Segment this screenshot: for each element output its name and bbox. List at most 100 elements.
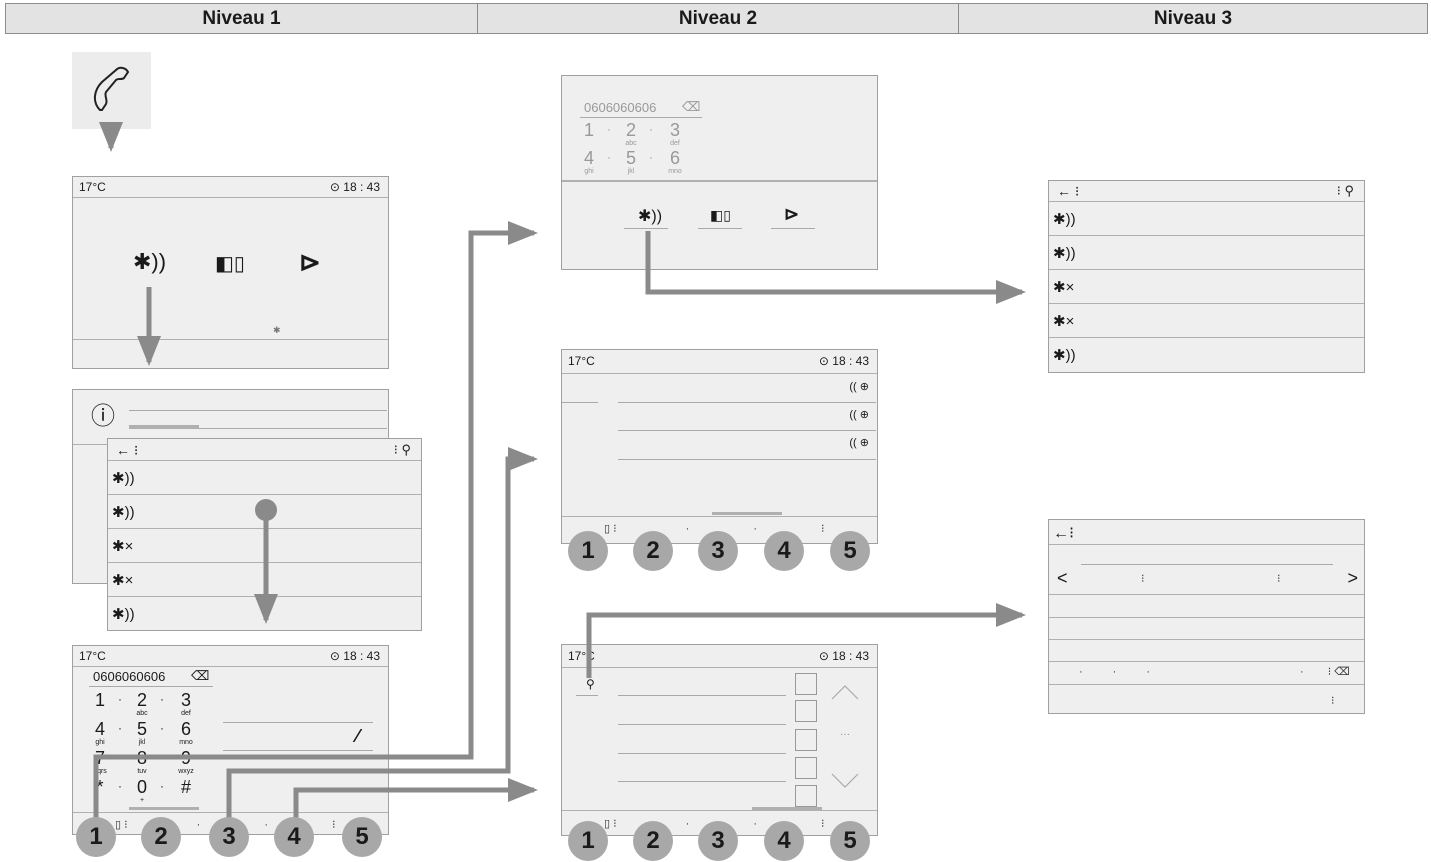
step-badge-5: 5	[830, 531, 870, 571]
key-separator: ·	[160, 750, 164, 764]
step-badge-5: 5	[342, 817, 382, 857]
phone-home-screen: 17°C ⊙ 18 : 43 ✱)) ◧▯ ⊳ ✱	[72, 176, 389, 369]
step-badge-1: 1	[568, 821, 608, 861]
call-icon[interactable]: ⁄	[356, 726, 360, 746]
list-checkbox[interactable]	[795, 700, 817, 722]
step-badge-1: 1	[568, 531, 608, 571]
clock-icon: ⊙	[818, 354, 833, 368]
key-letters: jkl	[138, 739, 146, 746]
temperature: 17°C	[568, 649, 595, 663]
contacts-icon[interactable]: ◧▯	[710, 207, 731, 223]
key-1[interactable]: 1	[94, 690, 105, 710]
list-checkbox[interactable]	[795, 673, 817, 695]
contacts-icon[interactable]: ◧▯	[215, 253, 245, 275]
list-item[interactable]: ✱×	[112, 538, 134, 555]
list-item[interactable]: ✱))	[112, 606, 135, 623]
call-icon[interactable]: (( ⊕	[849, 409, 869, 421]
key-1[interactable]: 1	[583, 120, 594, 140]
key-letters: wxyz	[178, 768, 194, 775]
list-item[interactable]: ✱))	[1053, 211, 1076, 228]
clock-icon: ⊙	[329, 649, 344, 663]
dialed-number: 0606060606	[584, 100, 657, 115]
previous-icon[interactable]: <	[1057, 568, 1068, 588]
key-*[interactable]: *	[96, 777, 104, 797]
list-item[interactable]: ✱))	[112, 470, 135, 487]
key-separator: ·	[649, 122, 653, 136]
list-item[interactable]: ✱))	[1053, 245, 1076, 262]
scroll-dots: ···	[840, 729, 850, 740]
search-screen-level3: ←⁝ < ⁝ ⁝ > ····⁝ ⌫ ⁝	[1048, 519, 1365, 714]
search-icon[interactable]: ⁝ ⚲	[1336, 183, 1354, 198]
key-letters: mno	[179, 739, 193, 746]
search-icon[interactable]: ⚲	[586, 677, 595, 691]
scroll-up-icon[interactable]	[830, 683, 860, 703]
play-icon[interactable]: ⊳	[784, 204, 800, 224]
delete-icon: ⌫	[1334, 666, 1350, 678]
key-separator: ·	[118, 779, 122, 793]
delete-icon[interactable]: ⌫	[191, 668, 210, 683]
delete-icon[interactable]: ⌫	[682, 99, 701, 114]
separator: ⁝	[1331, 695, 1335, 707]
key-letters: pqrs	[93, 768, 107, 775]
header-niveau-3: Niveau 3	[958, 3, 1428, 34]
list-item[interactable]: ✱×	[112, 572, 134, 589]
back-arrow-icon[interactable]: ← ⁝	[116, 442, 139, 458]
phone-button[interactable]	[72, 52, 151, 129]
step-badge-4: 4	[764, 821, 804, 861]
header-niveau-1: Niveau 1	[5, 3, 478, 34]
list-checkbox[interactable]	[795, 729, 817, 751]
list-item[interactable]: ✱×	[1053, 313, 1075, 330]
call-icon[interactable]: (( ⊕	[849, 381, 869, 393]
device-list-screen: ← ⁝ ⁝ ⚲ ✱)) ✱)) ✱× ✱× ✱))	[107, 438, 422, 631]
step-badge-3: 3	[209, 817, 249, 857]
list-item[interactable]: ✱))	[1053, 347, 1076, 364]
key-letters: ghi	[95, 739, 105, 746]
scroll-down-icon[interactable]	[830, 771, 860, 791]
clock-icon: ⊙	[818, 649, 833, 663]
play-icon[interactable]: ⊳	[299, 247, 321, 277]
call-icon[interactable]: (( ⊕	[849, 437, 869, 449]
list-checkbox[interactable]	[795, 785, 817, 807]
list-item[interactable]: ✱×	[1053, 279, 1075, 296]
bluetooth-icon[interactable]: ✱))	[133, 249, 167, 274]
list-checkbox[interactable]	[795, 757, 817, 779]
step-badge-5: 5	[830, 821, 870, 861]
clock: ⊙ 18 : 43	[818, 649, 869, 663]
contacts-screen: 17°C ⊙ 18 : 43 ⚲ ··· ▯ ⁝ ··⁝	[561, 644, 878, 836]
back-arrow-icon[interactable]: ← ⁝	[1057, 183, 1080, 199]
key-#[interactable]: #	[180, 777, 191, 797]
step-badge-2: 2	[633, 821, 673, 861]
search-icon[interactable]: ⁝ ⚲	[393, 442, 411, 457]
key-letters: def	[181, 710, 191, 717]
key-letters: def	[670, 140, 680, 147]
clock: ⊙ 18 : 43	[329, 180, 380, 194]
bluetooth-icon[interactable]: ✱))	[638, 208, 663, 225]
dialed-number: 0606060606	[93, 669, 166, 684]
key-separator: ·	[118, 721, 122, 735]
list-item[interactable]: ✱))	[112, 504, 135, 521]
next-icon[interactable]: >	[1347, 568, 1358, 588]
temperature: 17°C	[79, 180, 106, 194]
key-0[interactable]: 0+	[133, 777, 151, 804]
step-badge-1: 1	[76, 817, 116, 857]
key-letters: abc	[136, 710, 148, 717]
tab-bar: ▯ ⁝ ··⁝	[115, 819, 336, 831]
tab-bar: ▯ ⁝ ··⁝	[604, 523, 825, 535]
back-arrow-icon[interactable]: ←⁝	[1053, 525, 1075, 542]
